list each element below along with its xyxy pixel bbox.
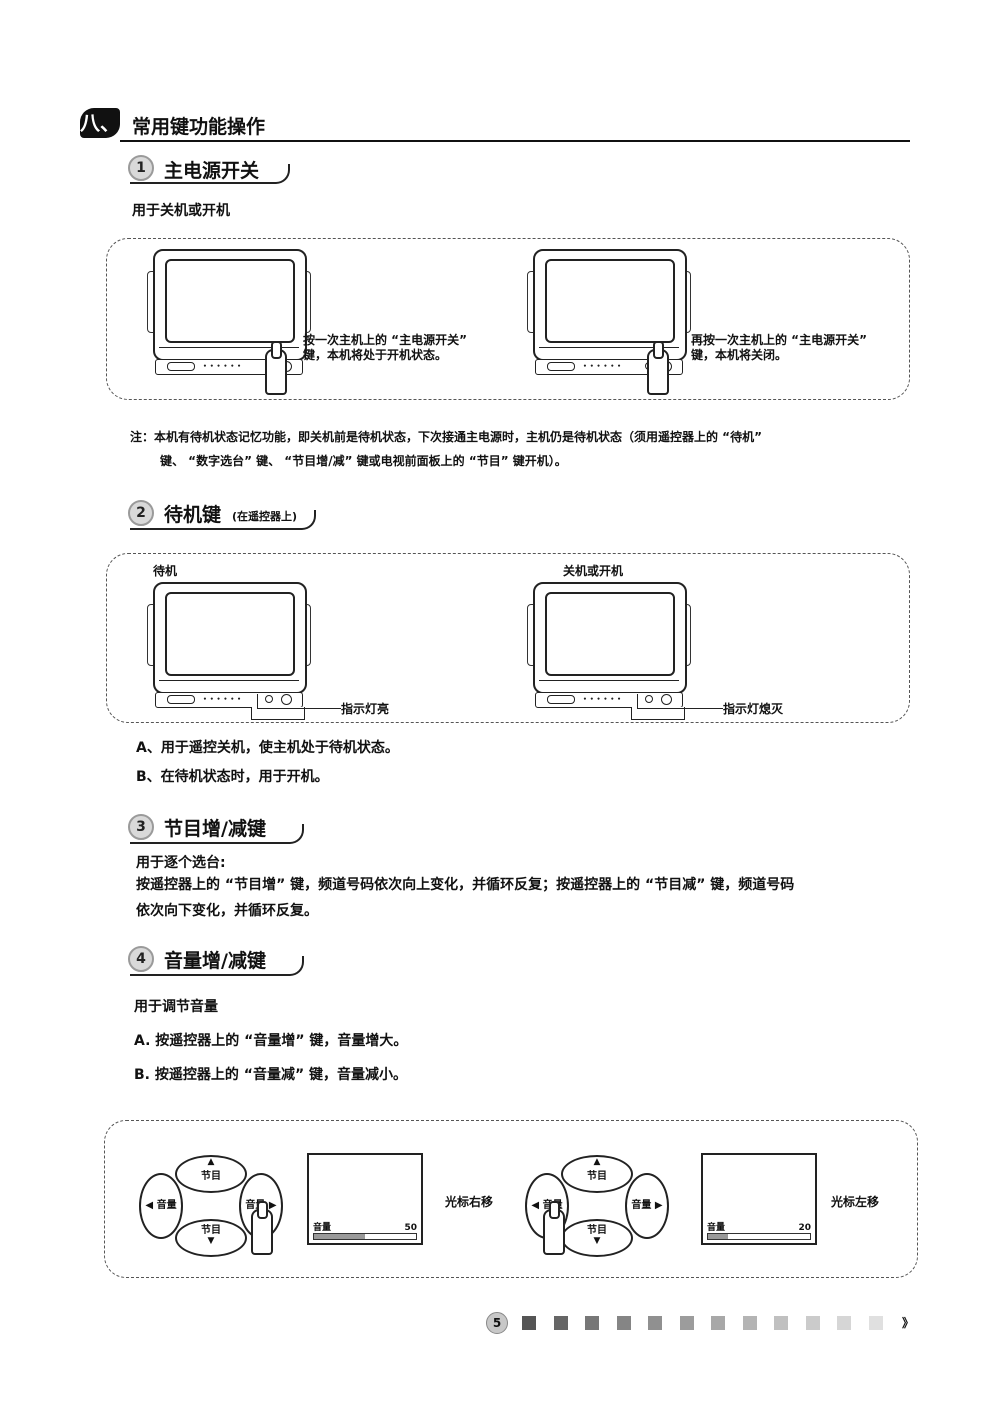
volume-item-a: A. 按遥控器上的 “音量增” 键，音量增大。 — [134, 1033, 408, 1049]
page-progress-square — [774, 1316, 788, 1330]
page-progress-square — [868, 1316, 883, 1330]
volume-screen: 音量 50 — [307, 1153, 423, 1245]
indicator-light — [645, 695, 653, 703]
volume-up-button[interactable]: 音量 ▶ — [625, 1173, 669, 1239]
hand-icon — [647, 341, 669, 395]
hand-icon — [543, 1201, 565, 1255]
section-1-underline — [130, 164, 290, 184]
volume-bar — [707, 1233, 811, 1240]
standby-item-a: A、用于遥控关机，使主机处于待机状态。 — [136, 740, 399, 756]
tv-illustration: •••••• — [527, 582, 691, 720]
up-arrow-icon: ▲ — [593, 1157, 601, 1167]
section-1-description: 用于关机或开机 — [132, 203, 230, 219]
power-on-caption-line1: 按一次主机上的 “主电源开关” — [303, 333, 467, 347]
page-progress-square — [742, 1316, 757, 1330]
channel-line-3: 依次向下变化，并循环反复。 — [136, 903, 318, 919]
down-arrow-icon: ▼ — [593, 1236, 601, 1246]
down-arrow-icon: ▼ — [207, 1236, 215, 1246]
volume-screen: 音量 20 — [701, 1153, 817, 1245]
hand-icon — [265, 341, 287, 395]
chapter-number: 八、 — [80, 108, 120, 138]
tv-screen — [165, 592, 295, 676]
note-line-2: 键、 “数字选台” 键、 “节目增/减” 键或电视前面板上的 “节目” 键开机）… — [160, 454, 567, 468]
section-2-subtitle: (在遥控器上) — [232, 510, 298, 523]
standby-item-b: B、在待机状态时，用于开机。 — [136, 769, 329, 785]
channel-down-button[interactable]: 节目 ▼ — [561, 1219, 633, 1257]
volume-bar-fill — [708, 1234, 729, 1239]
tv-illustration: •••••• — [147, 582, 311, 720]
power-off-caption-line2: 键，本机将关闭。 — [691, 348, 788, 362]
remote-direction-pad: ▲ 节目 ◀ 音量 音量 ▶ 节目 ▼ — [139, 1155, 283, 1257]
tv-screen — [545, 592, 675, 676]
channel-line-1: 用于逐个选台: — [136, 855, 226, 871]
channel-up-button[interactable]: ▲ 节目 — [561, 1155, 633, 1193]
power-off-caption-line1: 再按一次主机上的 “主电源开关” — [691, 333, 867, 347]
indicator-on-label: 指示灯亮 — [341, 702, 390, 716]
section-3-title: 节目增/减键 — [164, 818, 266, 840]
page-progress-square — [711, 1316, 725, 1330]
standby-panel: 待机 关机或开机 •••••• 指示灯亮 •••••• 指示灯熄灭 — [106, 553, 910, 723]
volume-bar — [313, 1233, 417, 1240]
tv-screen — [165, 259, 295, 343]
up-arrow-icon: ▲ — [207, 1157, 215, 1167]
cursor-right-caption: 光标右移 — [445, 1195, 494, 1209]
page-progress-square — [805, 1316, 820, 1330]
page-progress-square — [679, 1316, 694, 1330]
page-progress-square — [522, 1316, 536, 1330]
page-progress-square — [616, 1316, 631, 1330]
tv-screen — [545, 259, 675, 343]
page-number: 5 — [486, 1312, 508, 1334]
chapter-underline — [120, 140, 910, 142]
volume-label: 音量 — [313, 1223, 332, 1233]
section-4-description: 用于调节音量 — [134, 999, 218, 1015]
note-line-1: 注：本机有待机状态记忆功能，即关机前是待机状态，下次接通主电源时，主机仍是待机状… — [130, 430, 762, 444]
tv-illustration: •••••• — [527, 249, 691, 387]
chapter-title: 常用键功能操作 — [132, 116, 266, 138]
section-4-underline — [130, 956, 304, 976]
remote-direction-pad: ▲ 节目 ◀ 音量 音量 ▶ 节目 ▼ — [525, 1155, 669, 1257]
power-toggle-label: 关机或开机 — [563, 564, 624, 578]
channel-up-button[interactable]: ▲ 节目 — [175, 1155, 247, 1193]
power-on-caption-line2: 键，本机将处于开机状态。 — [303, 348, 448, 362]
channel-line-2: 按遥控器上的 “节目增” 键，频道号码依次向上变化，并循环反复；按遥控器上的 “… — [136, 877, 795, 893]
volume-item-b: B. 按遥控器上的 “音量减” 键，音量减小。 — [134, 1067, 408, 1083]
indicator-light — [265, 695, 273, 703]
section-3-underline — [130, 824, 304, 844]
volume-down-button[interactable]: ◀ 音量 — [139, 1173, 183, 1239]
section-2-underline — [130, 510, 316, 530]
volume-value: 20 — [798, 1223, 811, 1233]
volume-label: 音量 — [707, 1223, 726, 1233]
section-2-title: 待机键 — [164, 504, 222, 526]
channel-down-button[interactable]: 节目 ▼ — [175, 1219, 247, 1257]
page-progress-square — [648, 1316, 662, 1330]
page-progress-square — [585, 1316, 599, 1330]
volume-value: 50 — [404, 1223, 417, 1233]
section-4-title: 音量增/减键 — [164, 950, 266, 972]
indicator-off-label: 指示灯熄灭 — [723, 702, 784, 716]
standby-label: 待机 — [153, 564, 178, 578]
page-progress-square — [837, 1316, 851, 1330]
cursor-left-caption: 光标左移 — [831, 1195, 880, 1209]
section-1-title: 主电源开关 — [164, 160, 260, 182]
volume-bar-fill — [314, 1234, 365, 1239]
hand-icon — [251, 1201, 273, 1255]
power-switch-panel: •••••• 按一次主机上的 “主电源开关” 键，本机将处于开机状态。 ••••… — [106, 238, 910, 400]
page-progress-square — [553, 1316, 568, 1330]
volume-panel: ▲ 节目 ◀ 音量 音量 ▶ 节目 ▼ 音量 50 光标右移 ▲ 节目 ◀ 音量… — [104, 1120, 918, 1278]
end-mark: 》 — [902, 1316, 915, 1330]
